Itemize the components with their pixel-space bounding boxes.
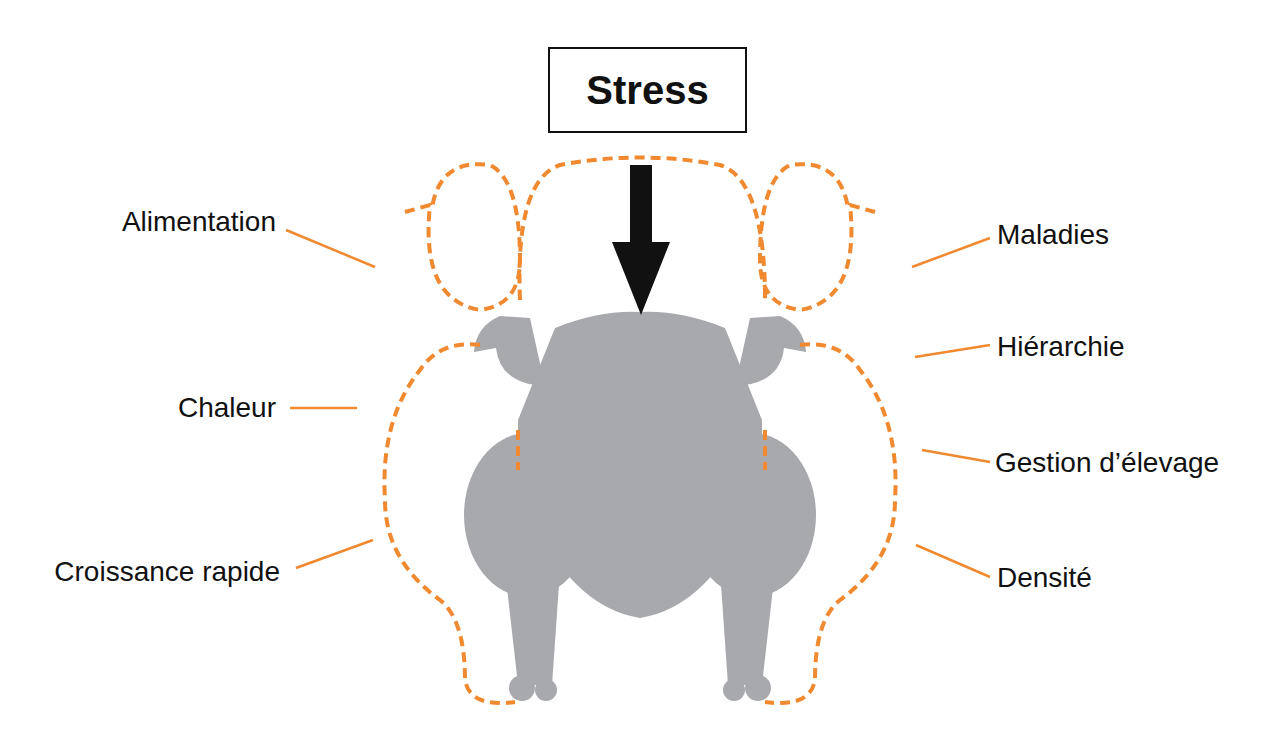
stress-factor-label: Maladies: [997, 219, 1109, 251]
stress-factor-label: Gestion d’élevage: [995, 447, 1219, 479]
dashed-outline: [384, 158, 895, 704]
stress-factor-label: Chaleur: [178, 392, 276, 424]
node-title: Stress: [586, 68, 708, 113]
stress-arrow: [612, 165, 670, 315]
stress-factor-label: Alimentation: [122, 206, 276, 238]
stress-factor-label: Croissance rapide: [54, 556, 280, 588]
stress-factor-label: Densité: [997, 562, 1092, 594]
chicken-silhouette: [464, 312, 816, 701]
stress-factor-label: Hiérarchie: [997, 331, 1125, 363]
stress-box: Stress: [548, 47, 747, 133]
